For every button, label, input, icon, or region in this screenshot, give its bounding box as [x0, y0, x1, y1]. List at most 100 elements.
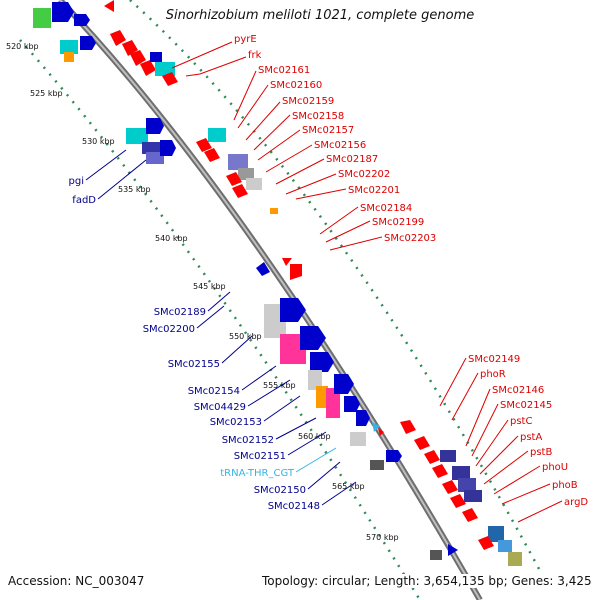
gene-feature: [316, 386, 328, 408]
gene-feature: [228, 154, 248, 170]
gene-label: SMc02151: [234, 451, 286, 462]
leader-line: [245, 101, 281, 141]
gene-feature: [488, 526, 504, 542]
gene-label: SMc02153: [210, 417, 262, 428]
gene-feature: [334, 374, 354, 394]
gene-label: SMc02189: [154, 307, 206, 318]
gene-feature: [74, 14, 90, 26]
gene-feature: [414, 436, 430, 450]
leader-line: [275, 158, 325, 185]
gene-feature: [440, 450, 456, 462]
gene-label: SMc02150: [254, 485, 306, 496]
gene-feature: [146, 118, 164, 134]
gene-label: SMc02157: [302, 125, 354, 136]
leader-line: [85, 149, 127, 181]
gene-feature: [310, 352, 334, 372]
gene-feature: [64, 52, 74, 62]
gene-feature: [424, 450, 440, 464]
leader-line: [233, 70, 257, 121]
leader-line: [185, 56, 247, 77]
gene-feature: [508, 552, 522, 566]
kbp-tick: 540 kbp: [155, 234, 188, 243]
gene-feature: [160, 140, 176, 156]
kbp-tick: 535 kbp: [118, 185, 151, 194]
leader-line: [265, 144, 313, 173]
gene-feature: [432, 464, 448, 478]
leader-line: [517, 500, 563, 523]
kbp-tick: 560 kbp: [298, 432, 331, 441]
leader-line: [483, 450, 529, 485]
leader-line: [221, 335, 253, 364]
gene-feature: [462, 508, 478, 522]
gene-label: SMc02149: [468, 354, 520, 365]
gene-feature: [300, 326, 326, 350]
gene-feature: [450, 494, 466, 508]
gene-feature: [370, 460, 384, 470]
leader-line: [171, 41, 233, 69]
leader-line: [237, 84, 269, 129]
leader-line: [196, 305, 225, 329]
gene-label: SMc02184: [360, 203, 412, 214]
gene-label: pstB: [530, 447, 552, 458]
gene-label: frk: [248, 50, 262, 61]
leader-line: [285, 173, 337, 195]
genome-title: Sinorhizobium meliloti 1021, complete ge…: [165, 8, 475, 23]
gene-label: pyrE: [234, 34, 257, 45]
leader-line: [329, 236, 383, 251]
gene-label: SMc02145: [500, 400, 552, 411]
genome-backbone-highlight: [59, 0, 481, 600]
gene-label: SMc02161: [258, 65, 310, 76]
gene-label: SMc02200: [143, 324, 195, 335]
right-gene-labels: pyrE frk SMc02161 SMc02160 SMc02159 SMc0…: [234, 34, 588, 508]
gene-feature: [464, 490, 482, 502]
gene-feature: [126, 128, 148, 144]
leader-line: [325, 220, 371, 243]
kbp-tick: 570 kbp: [366, 533, 399, 542]
gene-feature: [80, 36, 96, 50]
kbp-tick: 525 kbp: [30, 89, 63, 98]
gene-feature: [142, 142, 162, 154]
gene-feature: [208, 128, 226, 142]
leader-line: [241, 365, 277, 391]
kbp-tick: 530 kbp: [82, 137, 115, 146]
gene-label: pstC: [510, 416, 532, 427]
gene-feature: [458, 478, 476, 492]
gene-label: SMc02146: [492, 385, 544, 396]
gene-label: phoR: [480, 369, 506, 380]
gene-feature: [350, 432, 366, 446]
leader-line: [479, 435, 519, 475]
gene-feature: [308, 370, 322, 390]
outer-tick-ring-left: [19, 39, 422, 600]
leader-line: [439, 357, 467, 407]
gene-label: SMc02152: [222, 435, 274, 446]
gene-feature: [430, 550, 442, 560]
gene-feature: [378, 428, 384, 436]
leader-line: [475, 419, 509, 467]
gene-feature: [280, 298, 306, 322]
kbp-ticks: 520 kbp 525 kbp 530 kbp 535 kbp 540 kbp …: [6, 42, 399, 542]
kbp-tick: 565 kbp: [332, 482, 365, 491]
gene-feature: [256, 262, 270, 276]
gene-feature: [448, 544, 458, 556]
left-leader-lines: [85, 149, 357, 506]
accession-text: Accession: NC_003047: [6, 574, 147, 588]
gene-feature: [498, 540, 512, 552]
gene-feature: [60, 40, 78, 54]
gene-label: pgi: [69, 176, 84, 187]
gene-label: SMc02199: [372, 217, 424, 228]
leader-line: [275, 417, 317, 440]
gene-feature: [196, 138, 212, 152]
gene-label: phoU: [542, 462, 568, 473]
gene-feature: [140, 60, 156, 76]
gene-feature: [52, 2, 74, 22]
leader-line: [97, 159, 147, 200]
gene-label: SMc02148: [268, 501, 320, 512]
gene-label: pstA: [520, 432, 542, 443]
leader-line: [307, 461, 341, 490]
gene-feature: [386, 450, 402, 462]
gene-feature: [400, 420, 416, 434]
leader-line: [253, 114, 291, 151]
kbp-tick: 555 kbp: [263, 381, 296, 390]
leader-line: [319, 206, 359, 235]
